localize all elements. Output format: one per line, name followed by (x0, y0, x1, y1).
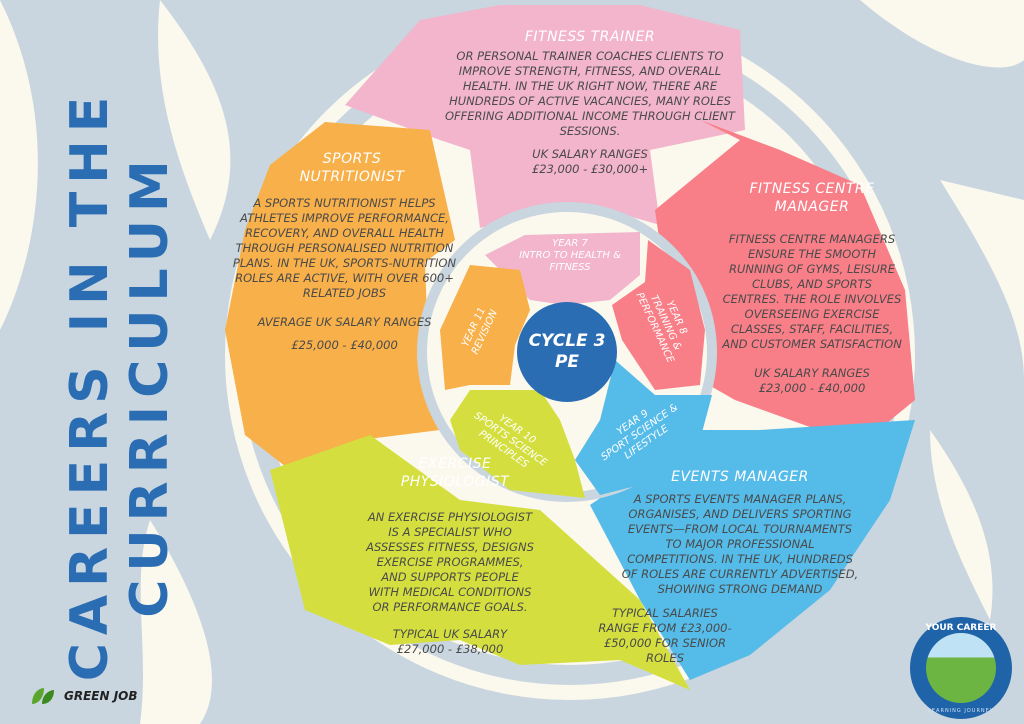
year8-segment (612, 240, 705, 390)
year-number: YEAR 7 (552, 238, 588, 249)
logo-landscape (926, 633, 996, 703)
salary-value: £23,000 - £30,000+ (531, 162, 649, 176)
salary-label: AVERAGE UK SALARY RANGES (257, 315, 432, 329)
your-career-logo: YOUR CAREER LEARNING JOURNEY (910, 617, 1012, 719)
salary-label: UK SALARY RANGES (754, 366, 870, 380)
career-body: A SPORTS NUTRITIONIST HELPS ATHLETES IMP… (232, 196, 457, 300)
leaf-icon (32, 688, 54, 704)
career-body: A SPORTS EVENTS MANAGER PLANS, ORGANISES… (621, 492, 859, 596)
career-title: SPORTS NUTRITIONIST (299, 151, 405, 185)
year9-segment (575, 360, 712, 495)
year7-label: YEAR 7 INTRO TO HEALTH & FITNESS (510, 238, 630, 274)
career-body: FITNESS CENTRE MANAGERS ENSURE THE SMOOT… (722, 232, 902, 351)
year10-segment (450, 390, 585, 498)
events-manager-salary: TYPICAL SALARIES RANGE FROM £23,000-£50,… (598, 606, 732, 665)
fitness-centre-manager-panel (655, 120, 915, 445)
green-job-label: GREEN JOB (64, 689, 138, 703)
salary-label: TYPICAL UK SALARY (392, 627, 508, 641)
fitness-trainer-panel (345, 5, 745, 228)
exercise-physiologist-heading: EXERCISE PHYSIOLOGIST (370, 455, 540, 491)
exercise-physiologist-card: AN EXERCISE PHYSIOLOGIST IS A SPECIALIST… (365, 510, 535, 657)
green-job-badge: GREEN JOB (30, 686, 138, 706)
exercise-physiologist-panel (270, 435, 690, 690)
fitness-centre-manager-card: FITNESS CENTRE MANAGER FITNESS CENTRE MA… (722, 180, 902, 396)
career-body: OR PERSONAL TRAINER COACHES CLIENTS TO I… (444, 49, 736, 138)
poster-title: CAREERS IN THE CURRICULUM (60, 88, 180, 682)
center-line1: CYCLE 3 (528, 331, 606, 351)
year11-segment (440, 265, 530, 390)
logo-bottom-text: LEARNING JOURNEY (928, 708, 994, 714)
fitness-trainer-card: FITNESS TRAINER OR PERSONAL TRAINER COAC… (435, 28, 745, 177)
events-manager-panel (590, 420, 915, 680)
salary-value: £25,000 - £40,000 (291, 338, 398, 352)
logo-top-text: YOUR CAREER (925, 623, 997, 633)
sports-nutritionist-panel (225, 122, 455, 470)
career-body: AN EXERCISE PHYSIOLOGIST IS A SPECIALIST… (366, 510, 534, 614)
career-title: FITNESS CENTRE MANAGER (749, 181, 875, 215)
salary-label: UK SALARY RANGES (532, 147, 648, 161)
career-title: FITNESS TRAINER (524, 29, 656, 45)
salary-value: £23,000 - £40,000 (758, 381, 866, 395)
sports-nutritionist-card: SPORTS NUTRITIONIST A SPORTS NUTRITIONIS… (232, 150, 457, 353)
career-title: EXERCISE PHYSIOLOGIST (400, 456, 510, 490)
year-topic: INTRO TO HEALTH & FITNESS (519, 250, 621, 273)
career-title: EVENTS MANAGER (671, 469, 809, 485)
salary-value: £27,000 - £38,000 (396, 642, 504, 656)
events-manager-card: EVENTS MANAGER A SPORTS EVENTS MANAGER P… (620, 468, 860, 597)
center-line2: PE (554, 352, 580, 372)
center-badge: CYCLE 3 PE (517, 302, 617, 402)
